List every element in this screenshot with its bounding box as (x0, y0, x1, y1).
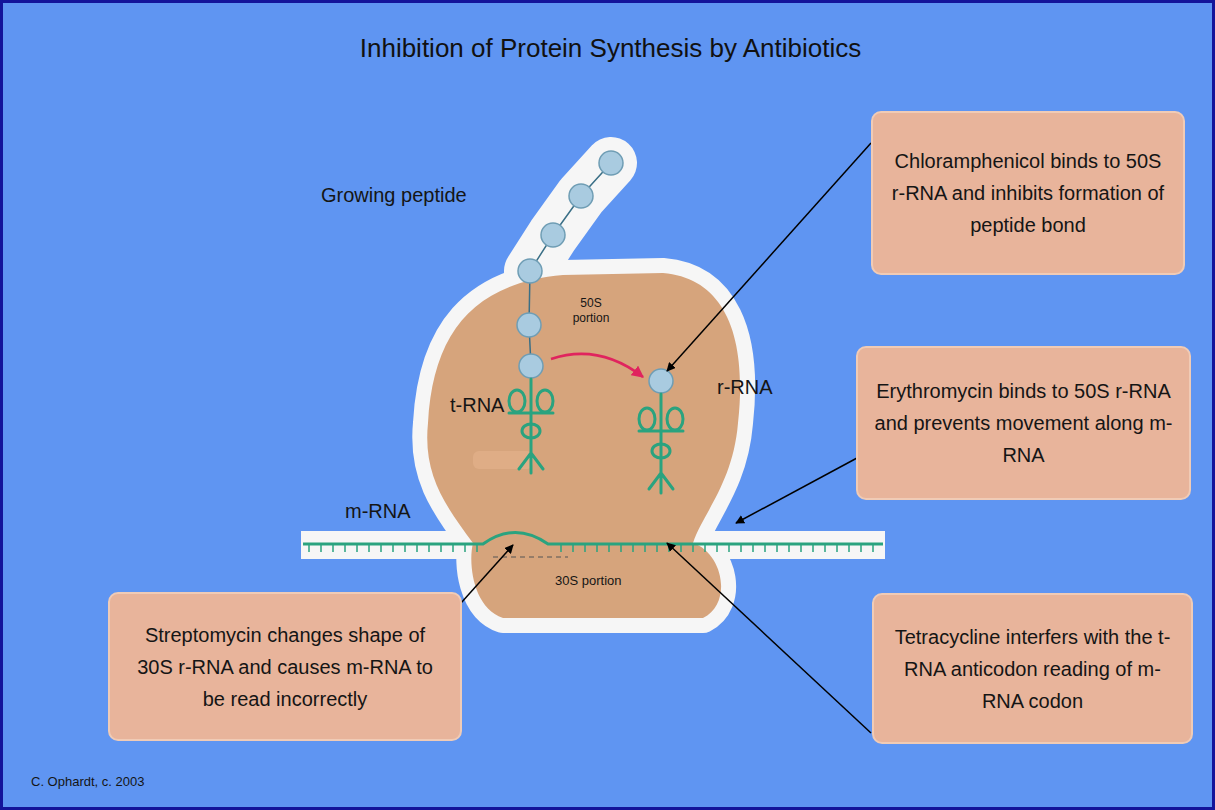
mrna-tick (572, 544, 574, 552)
mrna-tick (860, 544, 862, 552)
mrna-tick (476, 544, 478, 552)
trna-loop (537, 390, 553, 412)
amino-acid (541, 223, 565, 247)
part-label: r-RNA (717, 376, 773, 399)
mrna-tick (872, 544, 874, 552)
mrna-tick (812, 544, 814, 552)
mrna-tick (596, 544, 598, 552)
mrna-tick (452, 544, 454, 552)
mrna-tick (848, 544, 850, 552)
callout-text: Erythromycin binds to 50S r-RNA and prev… (874, 375, 1173, 471)
mrna-tick (332, 544, 334, 552)
part-label: 50S portion (565, 296, 617, 326)
mrna-tick (692, 544, 694, 552)
trna-left (509, 379, 553, 473)
mrna-tick (752, 544, 754, 552)
mrna-tick (824, 544, 826, 552)
trna-right (639, 394, 683, 493)
mrna-tick (716, 544, 718, 552)
trna-stem (509, 379, 553, 473)
callout-text: Chloramphenicol binds to 50S r-RNA and i… (889, 145, 1167, 241)
mrna-tick (392, 544, 394, 552)
mrna-tick (320, 544, 322, 552)
callout-box: Chloramphenicol binds to 50S r-RNA and i… (871, 111, 1185, 275)
mrna-tick (428, 544, 430, 552)
mrna-tick (608, 544, 610, 552)
mrna-ticks (309, 544, 873, 552)
mrna-tick (800, 544, 802, 552)
trna-loop (639, 408, 655, 430)
mrna-tick (788, 544, 790, 552)
mrna-tick (560, 544, 562, 552)
callout-text: Tetracycline interfers with the t-RNA an… (890, 621, 1175, 717)
mrna-tick (728, 544, 730, 552)
diagram-title: Inhibition of Protein Synthesis by Antib… (3, 33, 1215, 64)
ribosome-halo (427, 273, 740, 618)
transfer-arrow (551, 354, 643, 377)
mrna-tick (308, 544, 310, 552)
amino-acid (569, 184, 593, 208)
callout-text: Streptomycin changes shape of 30S r-RNA … (126, 619, 444, 715)
mrna-tick (704, 544, 706, 552)
mrna-tick (764, 544, 766, 552)
callout-box: Erythromycin binds to 50S r-RNA and prev… (856, 346, 1191, 500)
mrna-tick (836, 544, 838, 552)
mrna-tick (620, 544, 622, 552)
amino-acid (599, 151, 623, 175)
peptide-bond-line (529, 163, 611, 366)
mrna-tick (368, 544, 370, 552)
callout-box: Streptomycin changes shape of 30S r-RNA … (108, 592, 462, 741)
trna-loop (522, 424, 540, 438)
peptide-chain (517, 151, 673, 393)
part-label: Growing peptide (321, 184, 467, 207)
amino-acid (649, 369, 673, 393)
mrna-tick (404, 544, 406, 552)
trna-stem (639, 394, 683, 493)
mrna-tick (356, 544, 358, 552)
mrna-tick (380, 544, 382, 552)
callout-box: Tetracycline interfers with the t-RNA an… (872, 593, 1193, 744)
mrna-tick (344, 544, 346, 552)
mrna-strand (303, 533, 883, 545)
mrna-tick (416, 544, 418, 552)
mrna-tick (680, 544, 682, 552)
amino-acid (518, 259, 542, 283)
trna-loop (652, 444, 670, 458)
mrna-tick (440, 544, 442, 552)
mrna-tick (656, 544, 658, 552)
credit-note: C. Ophardt, c. 2003 (31, 774, 144, 790)
mrna-tick (464, 544, 466, 552)
part-label: 30S portion (555, 573, 622, 589)
amino-acid (517, 313, 541, 337)
trna-loop (667, 408, 683, 430)
trna-loop (509, 390, 525, 412)
dashed-line (493, 556, 568, 557)
mrna-tick (776, 544, 778, 552)
leader-line (461, 545, 513, 603)
leader-line (667, 543, 871, 733)
mrna-tick (644, 544, 646, 552)
leader-line (667, 143, 871, 371)
mrna-tick (740, 544, 742, 552)
part-label: t-RNA (450, 394, 504, 417)
amino-acid (519, 354, 543, 378)
part-label: m-RNA (345, 500, 411, 523)
mrna-tick (584, 544, 586, 552)
mrna-tick (632, 544, 634, 552)
leader-line (736, 458, 857, 523)
ribosome-body (427, 273, 740, 618)
